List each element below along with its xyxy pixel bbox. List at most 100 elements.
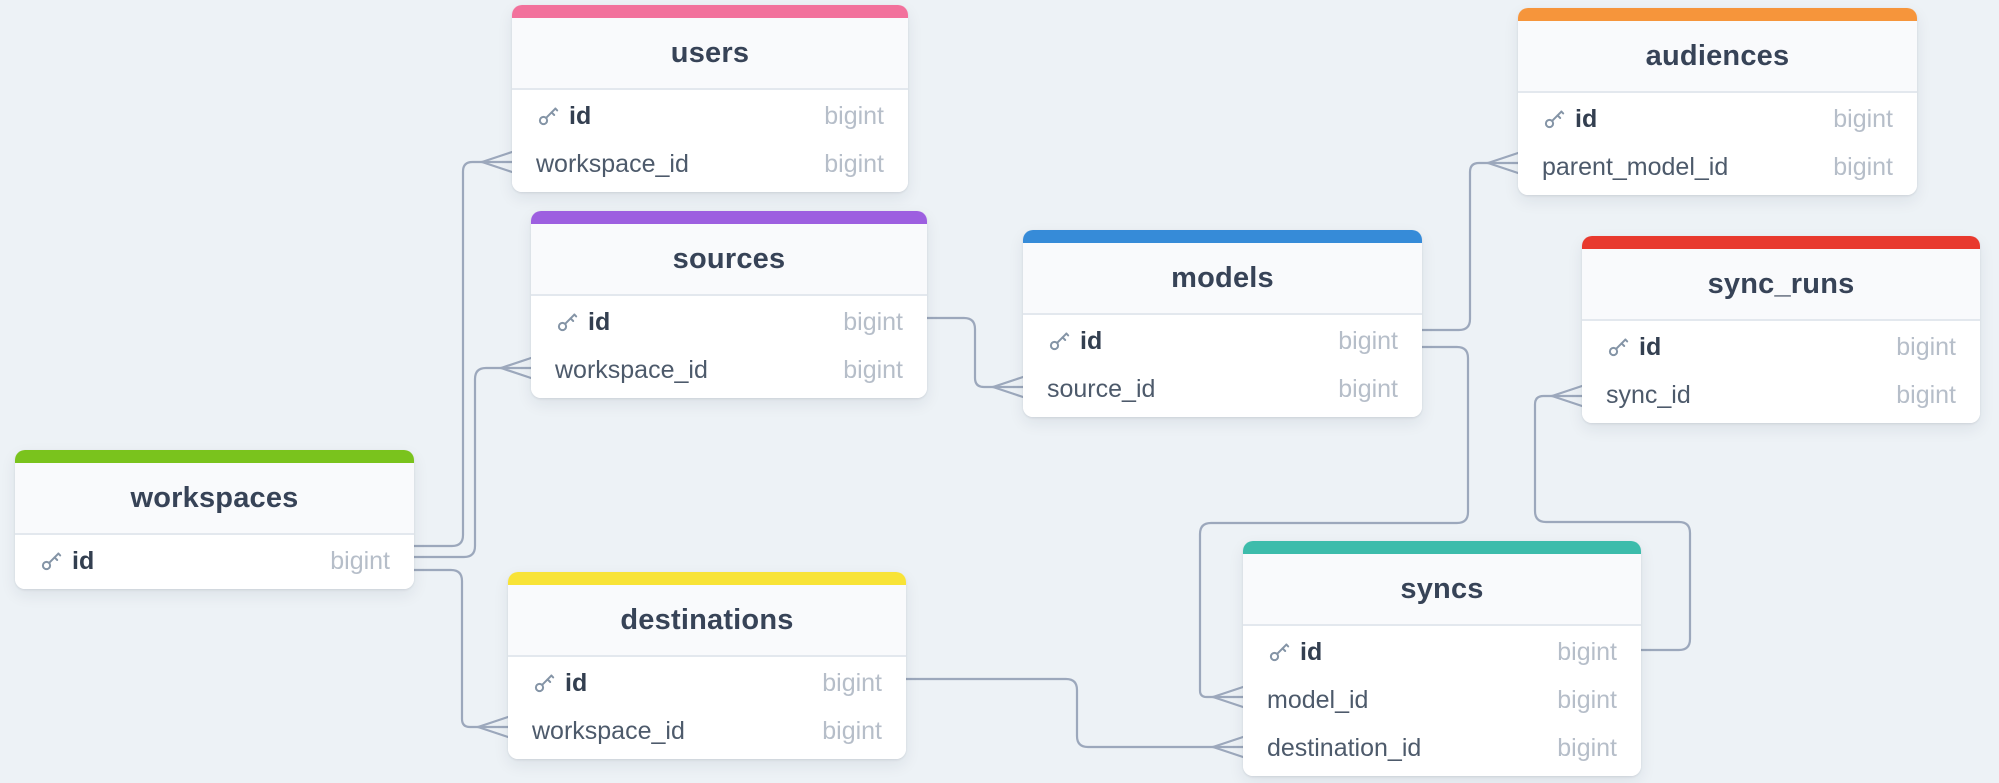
table-title: workspaces (130, 481, 299, 514)
relationship-line[interactable] (412, 160, 484, 548)
field-row-destinations-workspace_id[interactable]: workspace_id bigint (508, 707, 906, 755)
field-row-syncs-id[interactable]: id bigint (1243, 628, 1641, 676)
table-sources[interactable]: sources id bigint workspace_id bigint (531, 211, 927, 398)
field-type: bigint (824, 149, 884, 178)
field-row-sources-id[interactable]: id bigint (531, 298, 927, 346)
table-title: sources (672, 242, 786, 275)
field-type: bigint (1833, 104, 1893, 133)
field-name-wrap: model_id (1267, 686, 1368, 715)
field-row-users-workspace_id[interactable]: workspace_id bigint (512, 140, 908, 188)
table-accent-bar (508, 572, 906, 585)
primary-key-field: id (39, 547, 94, 576)
relationship-line[interactable] (412, 568, 480, 729)
primary-key-field: id (1047, 327, 1102, 356)
relationship-workspaces-id-to-sources-workspace_id[interactable] (412, 356, 533, 559)
table-syncs[interactable]: syncs id bigint model_id bigint destination_i… (1243, 541, 1641, 776)
crow-foot-prong (499, 366, 533, 380)
field-type: bigint (1896, 332, 1956, 361)
primary-key-field: id (1267, 638, 1322, 667)
primary-key-icon (557, 313, 578, 332)
relationship-sources-id-to-models-source_id[interactable] (925, 316, 1025, 399)
crow-foot-prong (1550, 394, 1584, 408)
relationship-line[interactable] (412, 366, 503, 559)
table-header[interactable]: destinations (508, 585, 906, 657)
table-header[interactable]: workspaces (15, 463, 414, 535)
relationship-models-id-to-syncs-model_id[interactable] (1198, 345, 1470, 709)
field-name: workspace_id (532, 716, 685, 745)
field-type: bigint (1557, 685, 1617, 714)
field-type: bigint (843, 307, 903, 336)
field-name-wrap: workspace_id (536, 150, 689, 179)
primary-key-field: id (555, 308, 610, 337)
table-fields: id bigint workspace_id bigint (531, 296, 927, 398)
field-name: id (588, 307, 611, 336)
table-header[interactable]: audiences (1518, 21, 1917, 93)
field-name: workspace_id (555, 355, 708, 384)
relationship-line[interactable] (1533, 394, 1692, 652)
relationship-line[interactable] (1198, 345, 1470, 699)
relationship-workspaces-id-to-users-workspace_id[interactable] (412, 150, 514, 548)
crow-foot-prong (1211, 735, 1245, 749)
field-name: id (72, 546, 95, 575)
relationship-line[interactable] (904, 677, 1215, 749)
field-name-wrap: workspace_id (555, 356, 708, 385)
primary-key-icon (1049, 332, 1070, 351)
table-title: destinations (620, 603, 794, 636)
crow-foot-prong (480, 160, 514, 174)
table-accent-bar (1518, 8, 1917, 21)
table-header[interactable]: sources (531, 224, 927, 296)
table-accent-bar (1582, 236, 1980, 249)
table-header[interactable]: models (1023, 243, 1422, 315)
field-name: id (1300, 637, 1323, 666)
field-row-sync_runs-id[interactable]: id bigint (1582, 323, 1980, 371)
relationship-models-id-to-audiences-parent_model_id[interactable] (1420, 151, 1520, 332)
field-type: bigint (1557, 637, 1617, 666)
field-type: bigint (824, 101, 884, 130)
field-name-wrap: source_id (1047, 375, 1155, 404)
table-accent-bar (531, 211, 927, 224)
field-row-sources-workspace_id[interactable]: workspace_id bigint (531, 346, 927, 394)
relationship-line[interactable] (1420, 161, 1490, 332)
crow-foot-prong (476, 725, 510, 739)
relationship-workspaces-id-to-destinations-workspace_id[interactable] (412, 568, 510, 739)
field-name-wrap: workspace_id (532, 717, 685, 746)
table-accent-bar (512, 5, 908, 18)
table-header[interactable]: sync_runs (1582, 249, 1980, 321)
field-type: bigint (822, 716, 882, 745)
table-header[interactable]: syncs (1243, 554, 1641, 626)
primary-key-field: id (1606, 333, 1661, 362)
relationship-line[interactable] (925, 316, 995, 389)
table-header[interactable]: users (512, 18, 908, 90)
crow-foot-prong (499, 356, 533, 370)
crow-foot-prong (1486, 151, 1520, 165)
field-row-syncs-model_id[interactable]: model_id bigint (1243, 676, 1641, 724)
crow-foot-prong (991, 385, 1025, 399)
relationship-destinations-id-to-syncs-destination_id[interactable] (904, 677, 1245, 759)
field-name: workspace_id (536, 149, 689, 178)
field-name-wrap: parent_model_id (1542, 153, 1728, 182)
field-type: bigint (843, 355, 903, 384)
crow-foot-prong (1211, 685, 1245, 699)
relationship-syncs-id-to-sync_runs-sync_id[interactable] (1533, 384, 1692, 652)
